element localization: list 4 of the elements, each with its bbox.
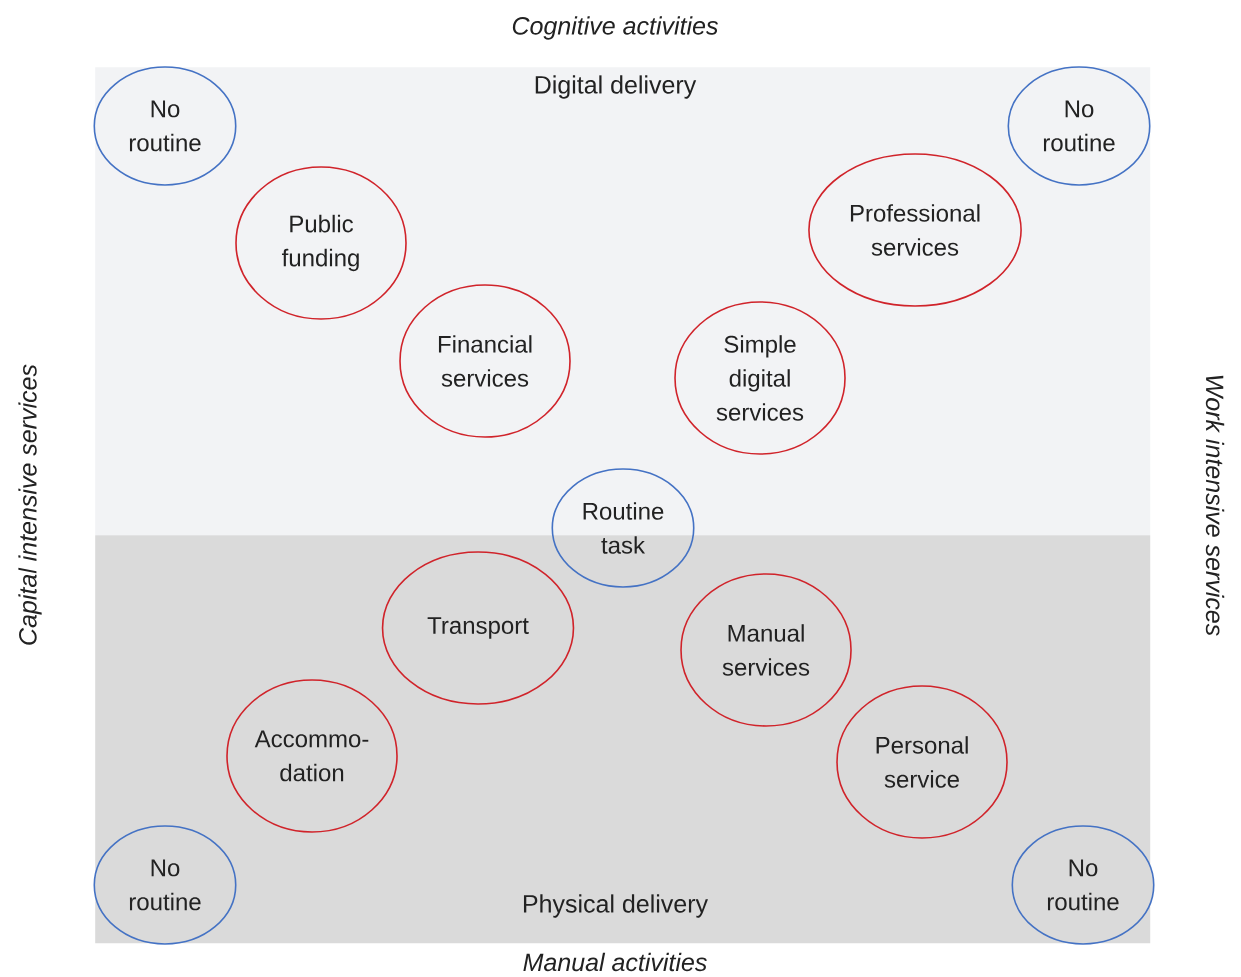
axis-label: Manual activities	[523, 952, 707, 972]
axis-label: Work intensive services	[1205, 375, 1225, 636]
axis-label: Capital intensive services	[18, 364, 42, 645]
axis-label: Cognitive activities	[512, 16, 718, 40]
